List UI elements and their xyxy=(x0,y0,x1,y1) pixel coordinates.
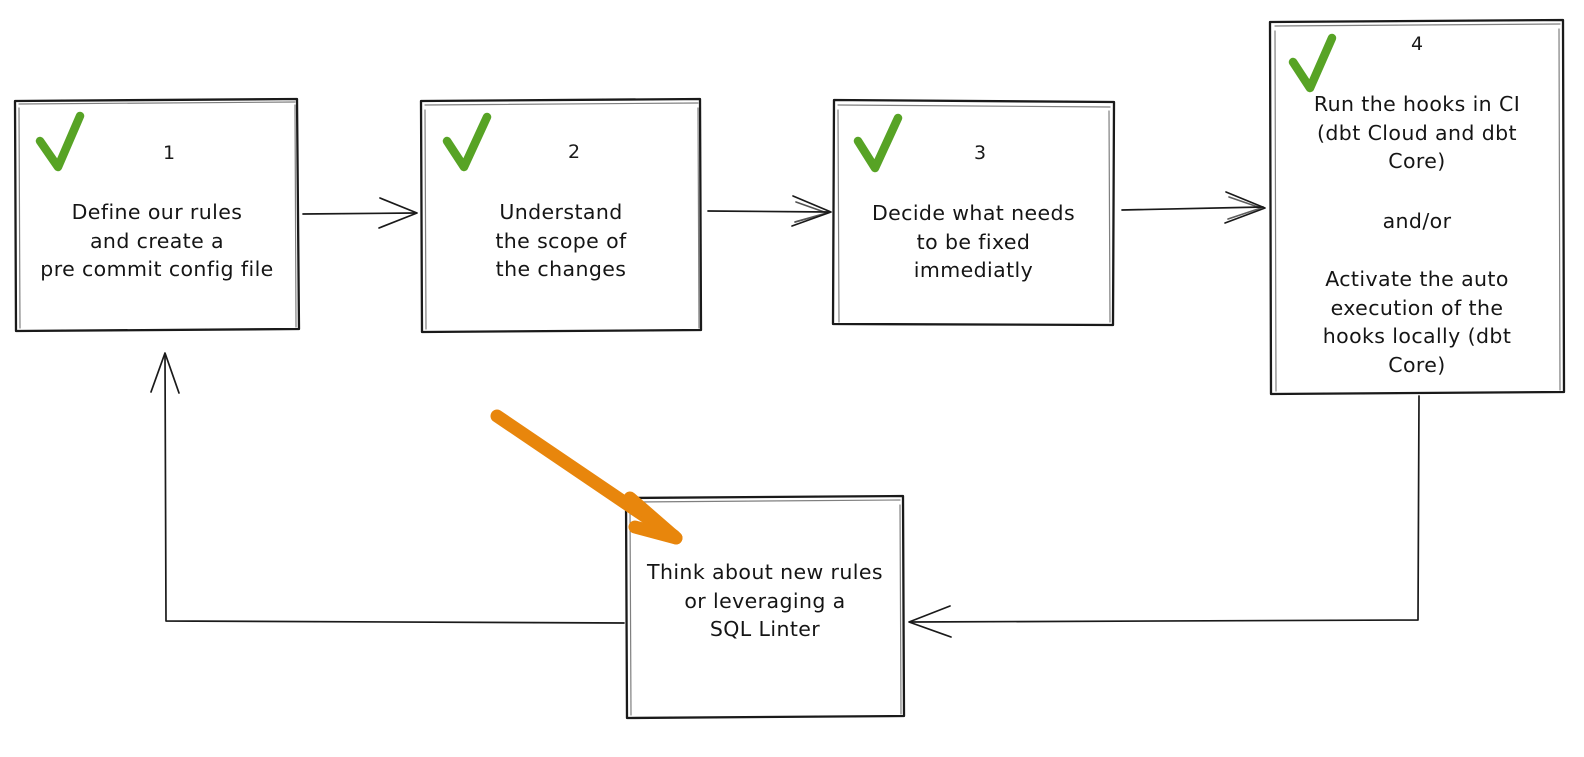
node-step-4-text-block-3: Activate the auto execution of the hooks… xyxy=(1322,267,1512,377)
node-step-3[interactable]: 3 Decide what needs to be fixed immediat… xyxy=(833,100,1114,325)
node-step-4-text-block-1: Run the hooks in CI (dbt Cloud and dbt C… xyxy=(1313,92,1521,173)
node-step-2-text: Understand the scope of the changes xyxy=(495,200,627,281)
node-step-4-number: 4 xyxy=(1410,33,1424,55)
connector-step-1-to-step-2 xyxy=(302,197,418,229)
connector-step-2-to-step-3 xyxy=(707,195,832,227)
node-step-1[interactable]: 1 Define our rules and create a pre comm… xyxy=(15,99,299,331)
node-step-loop[interactable]: Think about new rules or leveraging a SQ… xyxy=(626,496,904,718)
node-step-1-number: 1 xyxy=(162,142,176,164)
node-step-3-number: 3 xyxy=(973,142,987,164)
node-step-2-number: 2 xyxy=(567,141,581,163)
node-step-3-text: Decide what needs to be fixed immediatly xyxy=(871,201,1076,282)
node-step-4-text-block-2: and/or xyxy=(1382,209,1452,233)
node-step-4[interactable]: 4 Run the hooks in CI (dbt Cloud and dbt… xyxy=(1270,20,1564,394)
node-step-1-text: Define our rules and create a pre commit… xyxy=(40,200,274,281)
connector-step-4-to-step-loop xyxy=(908,395,1420,638)
connector-step-loop-to-step-1 xyxy=(150,352,625,624)
node-step-2[interactable]: 2 Understand the scope of the changes xyxy=(421,99,701,332)
node-step-loop-text: Think about new rules or leveraging a SQ… xyxy=(647,560,883,641)
connector-step-3-to-step-4 xyxy=(1121,191,1266,224)
